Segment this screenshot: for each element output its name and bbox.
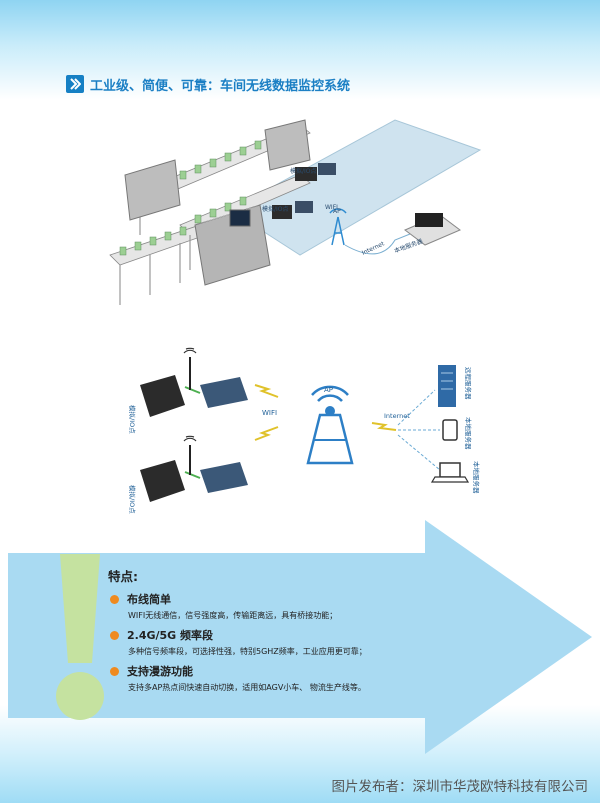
io-device bbox=[272, 205, 292, 219]
io-label-scene-a: 模拟/IO点 bbox=[262, 205, 289, 213]
publisher-caption: 图片发布者：深圳市华茂欧特科技有限公司 bbox=[331, 779, 589, 795]
laptop-icon bbox=[430, 462, 470, 483]
local-server-label-1: 本地服务器 bbox=[464, 417, 473, 450]
wifi-router-top bbox=[200, 377, 248, 408]
machine-housing bbox=[124, 119, 311, 286]
ap-label: AP bbox=[324, 386, 333, 394]
wifi-router bbox=[295, 201, 313, 213]
local-server-label-scene: 本地服务器 bbox=[393, 237, 424, 255]
ap-label-scene: AP bbox=[333, 208, 341, 215]
wifi-label: WIFI bbox=[262, 409, 277, 417]
remote-server-label: 远程服务器 bbox=[464, 367, 473, 400]
top-gradient-band bbox=[0, 0, 600, 100]
io-module-bottom bbox=[140, 460, 185, 502]
io-module-top bbox=[140, 375, 185, 417]
wifi-router bbox=[318, 163, 336, 175]
remote-server-icon bbox=[438, 365, 456, 407]
ap-tower-icon bbox=[306, 385, 354, 465]
feature-item: 2.4G/5G 频率段 多种信号频率段，可选择性强，特别5GHZ频率，工业应用更… bbox=[108, 627, 438, 657]
ap-tower bbox=[329, 208, 347, 246]
wifi-signal-icon bbox=[183, 435, 197, 442]
lightning-icon bbox=[371, 422, 397, 431]
page-title: 工业级、简便、可靠：车间无线数据监控系统 bbox=[90, 78, 351, 94]
exclamation-bar bbox=[60, 554, 100, 663]
feature-title: 2.4G/5G 频率段 bbox=[127, 629, 214, 642]
bullet-dot-icon bbox=[110, 594, 119, 604]
io-label-bottom: 模拟/IO点 bbox=[128, 485, 137, 514]
bullet-dot-icon bbox=[110, 666, 119, 676]
bottom-gradient-band bbox=[0, 705, 600, 803]
lightning-icon bbox=[254, 426, 279, 441]
wifi-router-bottom bbox=[200, 462, 248, 493]
server-monitors bbox=[415, 213, 443, 227]
feature-desc: WIFI无线通信，信号强度高，传输距离远，具有桥接功能； bbox=[128, 611, 338, 620]
feature-item: 支持漫游功能 支持多AP热点间快速自动切换，适用如AGV小车、 物流生产线等。 bbox=[108, 663, 438, 693]
internet-link bbox=[344, 229, 421, 255]
exclamation-dot bbox=[56, 672, 104, 720]
wifi-signal-icon bbox=[183, 347, 197, 354]
section-heading: 工业级、简便、可靠：车间无线数据监控系统 bbox=[66, 74, 350, 94]
feature-desc: 支持多AP热点间快速自动切换，适用如AGV小车、 物流生产线等。 bbox=[128, 683, 366, 692]
lightning-icon bbox=[254, 384, 279, 398]
local-server-label-2: 本地服务器 bbox=[472, 461, 481, 494]
tablet-icon bbox=[442, 419, 458, 441]
bullet-dot-icon bbox=[110, 630, 119, 640]
features-title: 特点: bbox=[108, 569, 138, 584]
big-arrow-shape bbox=[8, 520, 592, 754]
io-device bbox=[295, 167, 317, 181]
factory-scene: 模拟/IO点 模拟/IO点 WIFI AP Internet 本地服务器 bbox=[109, 119, 482, 305]
features-panel: 特点: 布线简单 WIFI无线通信，信号强度高，传输距离远，具有桥接功能； 2.… bbox=[108, 566, 438, 699]
monitor bbox=[229, 209, 251, 227]
feature-item: 布线简单 WIFI无线通信，信号强度高，传输距离远，具有桥接功能； bbox=[108, 591, 438, 621]
feature-desc: 多种信号频率段，可选择性强，特别5GHZ频率，工业应用更可靠； bbox=[128, 647, 367, 656]
internet-label: Internet bbox=[384, 412, 410, 420]
feature-title: 布线简单 bbox=[127, 593, 171, 606]
io-label-top: 模拟/IO点 bbox=[128, 405, 137, 434]
feature-arrow-graphic bbox=[8, 520, 592, 754]
network-diagram: AP WIFI Internet 模拟/IO点 模拟/IO点 远程服务器 本地服… bbox=[128, 347, 481, 514]
wifi-label-scene: WIFI bbox=[325, 204, 338, 211]
io-label-scene-b: 模拟/IO点 bbox=[290, 167, 317, 175]
floor-plane bbox=[229, 119, 482, 256]
chevron-right-icon bbox=[66, 75, 84, 93]
feature-title: 支持漫游功能 bbox=[127, 665, 193, 678]
